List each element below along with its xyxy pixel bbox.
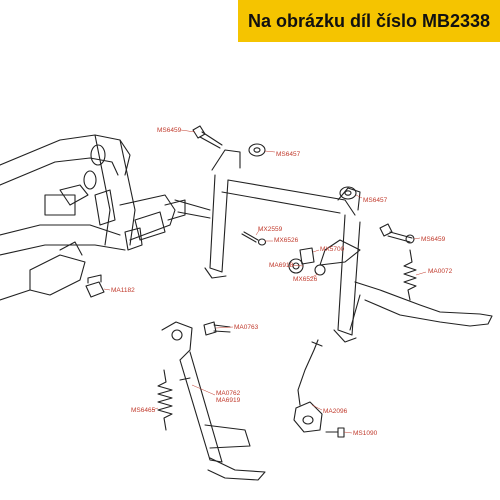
part-mx6526-washer-a	[257, 238, 267, 246]
label-ma6918: MA6918	[269, 262, 294, 269]
leader-lines	[103, 129, 427, 434]
label-ma0762: MA0762	[216, 390, 241, 397]
label-ms1090: MS1090	[353, 430, 378, 437]
part-ms6457-collar-top	[248, 143, 266, 157]
label-ma1182: MA1182	[111, 287, 135, 294]
part-ms6459-bolt-right	[379, 223, 415, 244]
part-mx2559-pin	[241, 231, 259, 243]
label-ms6459-right: MS6459	[421, 236, 446, 243]
label-mx2559: MX2559	[258, 226, 283, 233]
part-center-stand	[204, 149, 493, 343]
label-ms6457-top: MS6457	[276, 151, 301, 158]
label-mx6526-a: MX6526	[274, 237, 299, 244]
frame-section	[0, 134, 211, 301]
label-ma6919: MA6919	[216, 397, 241, 404]
label-ms6459-top: MS6459	[157, 127, 182, 134]
label-mx5700: MX5700	[320, 246, 345, 253]
part-ma2096-switch	[293, 339, 323, 433]
label-mx6526-b: MX6526	[293, 276, 318, 283]
part-mx5700-bushing	[299, 247, 315, 265]
part-ms6459-bolt-top	[192, 125, 223, 149]
label-ma0763: MA0763	[234, 324, 259, 331]
part-number-banner: Na obrázku díl číslo MB2338	[238, 0, 500, 42]
part-ma0763-bolt	[203, 321, 231, 336]
part-ma1182-stopper	[85, 274, 105, 298]
part-ma0072-spring	[403, 249, 417, 301]
part-ms6465-spring	[157, 369, 173, 431]
part-ms1090-screw	[325, 427, 345, 438]
label-ms6457-mid: MS6457	[363, 197, 388, 204]
banner-text: Na obrázku díl číslo MB2338	[247, 10, 491, 31]
label-ms6465: MS6465	[131, 407, 156, 414]
part-side-stand	[161, 321, 266, 481]
part-ms6457-collar-mid	[339, 186, 357, 200]
part-mx6526-washer-b	[314, 264, 326, 276]
label-ma2096: MA2096	[323, 408, 348, 415]
label-ma0072: MA0072	[428, 268, 453, 275]
